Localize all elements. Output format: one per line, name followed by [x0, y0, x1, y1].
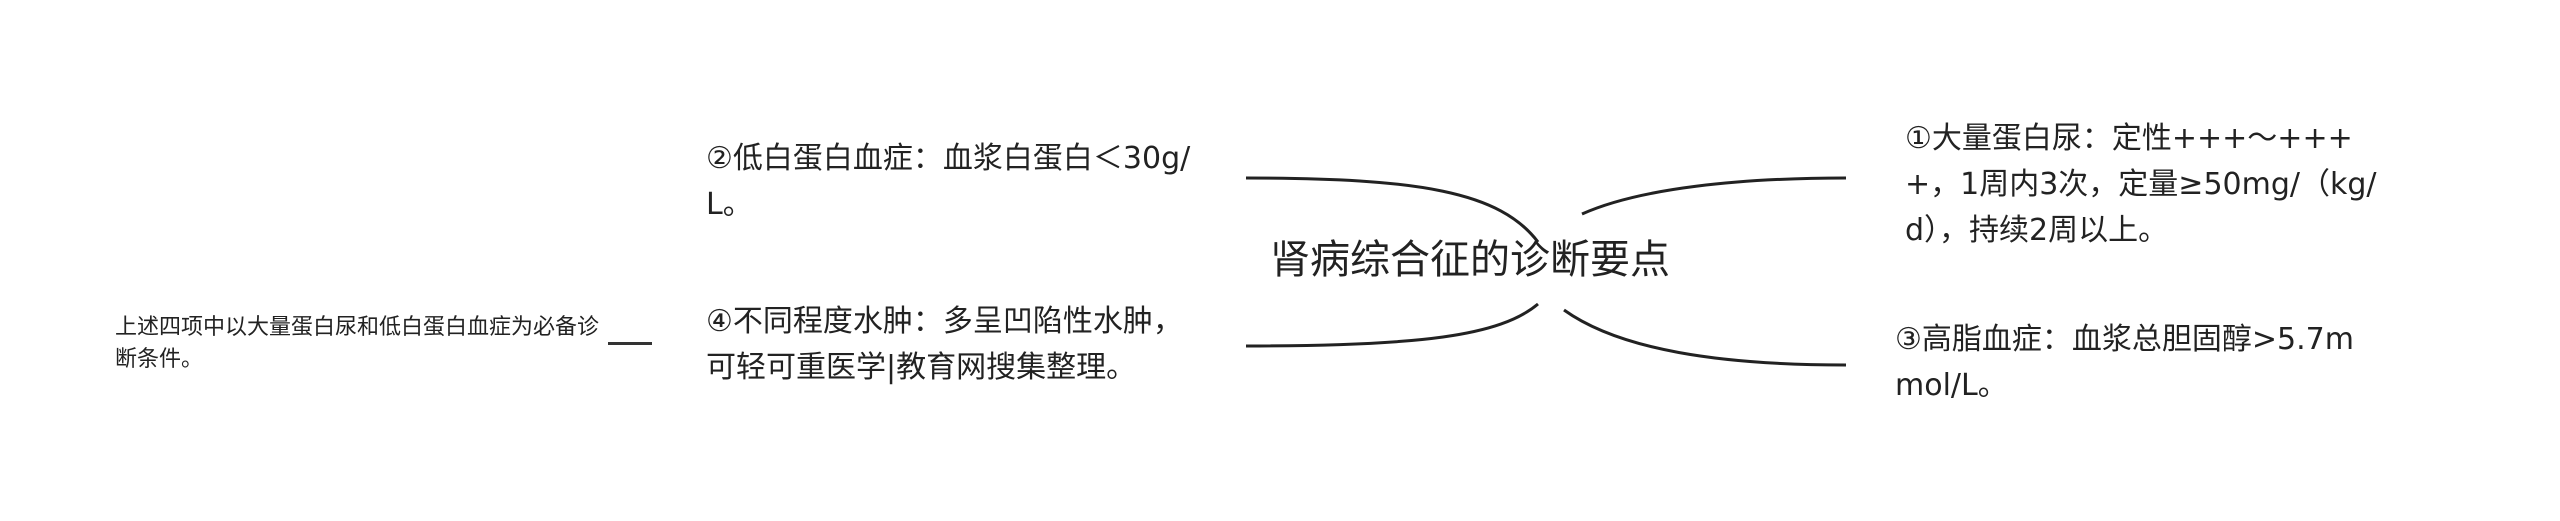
branch-bottom-left[interactable]: ④不同程度水肿：多呈凹陷性水肿，可轻可重医学|教育网搜集整理。: [706, 304, 1183, 385]
connector-top-right: [1581, 176, 1847, 216]
note-text[interactable]: 上述四项中以大量蛋白尿和低白蛋白血症为必备诊断条件。: [115, 315, 600, 372]
connector-bottom-left: [1245, 302, 1539, 348]
connector-bottom-right: [1563, 308, 1847, 367]
branch-bottom-right[interactable]: ③高脂血症：血浆总胆固醇>5.7mmol/L。: [1895, 322, 2354, 403]
connector-top-left: [1245, 176, 1540, 243]
branch-top-left[interactable]: ②低白蛋白血症：血浆白蛋白＜30g/L。: [706, 141, 1191, 222]
central-topic[interactable]: 肾病综合征的诊断要点: [1270, 237, 1670, 283]
note-connector-dash: [608, 342, 652, 345]
branch-top-right[interactable]: ①大量蛋白尿：定性+++～++++，1周内3次，定量≥50mg/（kg/d），持…: [1905, 121, 2377, 248]
